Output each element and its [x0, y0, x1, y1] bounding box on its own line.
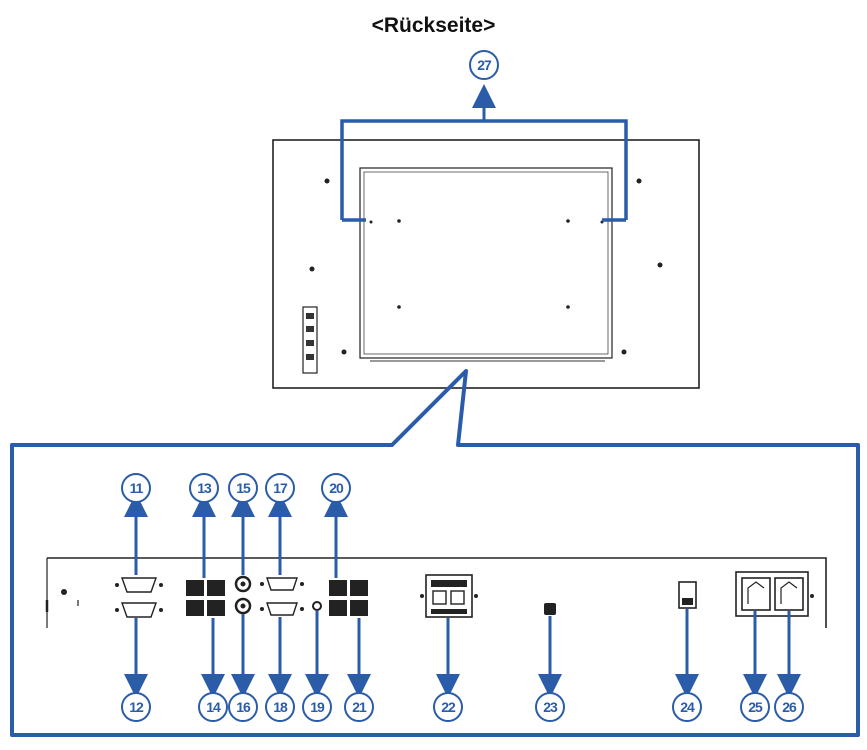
power-switch: [678, 581, 697, 609]
bnc-connectors: [234, 575, 252, 615]
connector-panel: [45, 557, 827, 628]
callout-21: 21: [344, 692, 374, 722]
terminal-block: [420, 574, 478, 618]
leader-arrows-up: [124, 493, 348, 578]
rj-jacks-left: [186, 580, 225, 616]
small-port: [544, 603, 556, 615]
callout-18: 18: [265, 692, 295, 722]
power-inlets: [735, 571, 814, 617]
callout-23: 23: [535, 692, 565, 722]
callout-26: 26: [774, 692, 804, 722]
leader-arrows-down: [124, 609, 801, 698]
rj-jacks-right: [329, 580, 368, 616]
serial-port-upper: [115, 577, 163, 593]
callout-25: 25: [740, 692, 770, 722]
dsub-ports: [260, 577, 304, 616]
vesa-bracket-highlight: [340, 84, 628, 222]
diagram-title: <Rückseite>: [371, 14, 496, 37]
callout-11: 11: [121, 473, 151, 503]
callout-27: 27: [469, 50, 499, 80]
callout-20: 20: [321, 473, 351, 503]
serial-port-lower: [115, 602, 163, 618]
callout-16: 16: [228, 692, 258, 722]
audio-jack: [312, 601, 322, 611]
callout-19: 19: [302, 692, 332, 722]
callout-15: 15: [228, 473, 258, 503]
callout-13: 13: [189, 473, 219, 503]
callout-14: 14: [198, 692, 228, 722]
zoom-panel: [10, 369, 860, 737]
callout-12: 12: [121, 692, 151, 722]
callout-22: 22: [433, 692, 463, 722]
callout-24: 24: [672, 692, 702, 722]
monitor-back: [272, 139, 700, 389]
callout-17: 17: [265, 473, 295, 503]
